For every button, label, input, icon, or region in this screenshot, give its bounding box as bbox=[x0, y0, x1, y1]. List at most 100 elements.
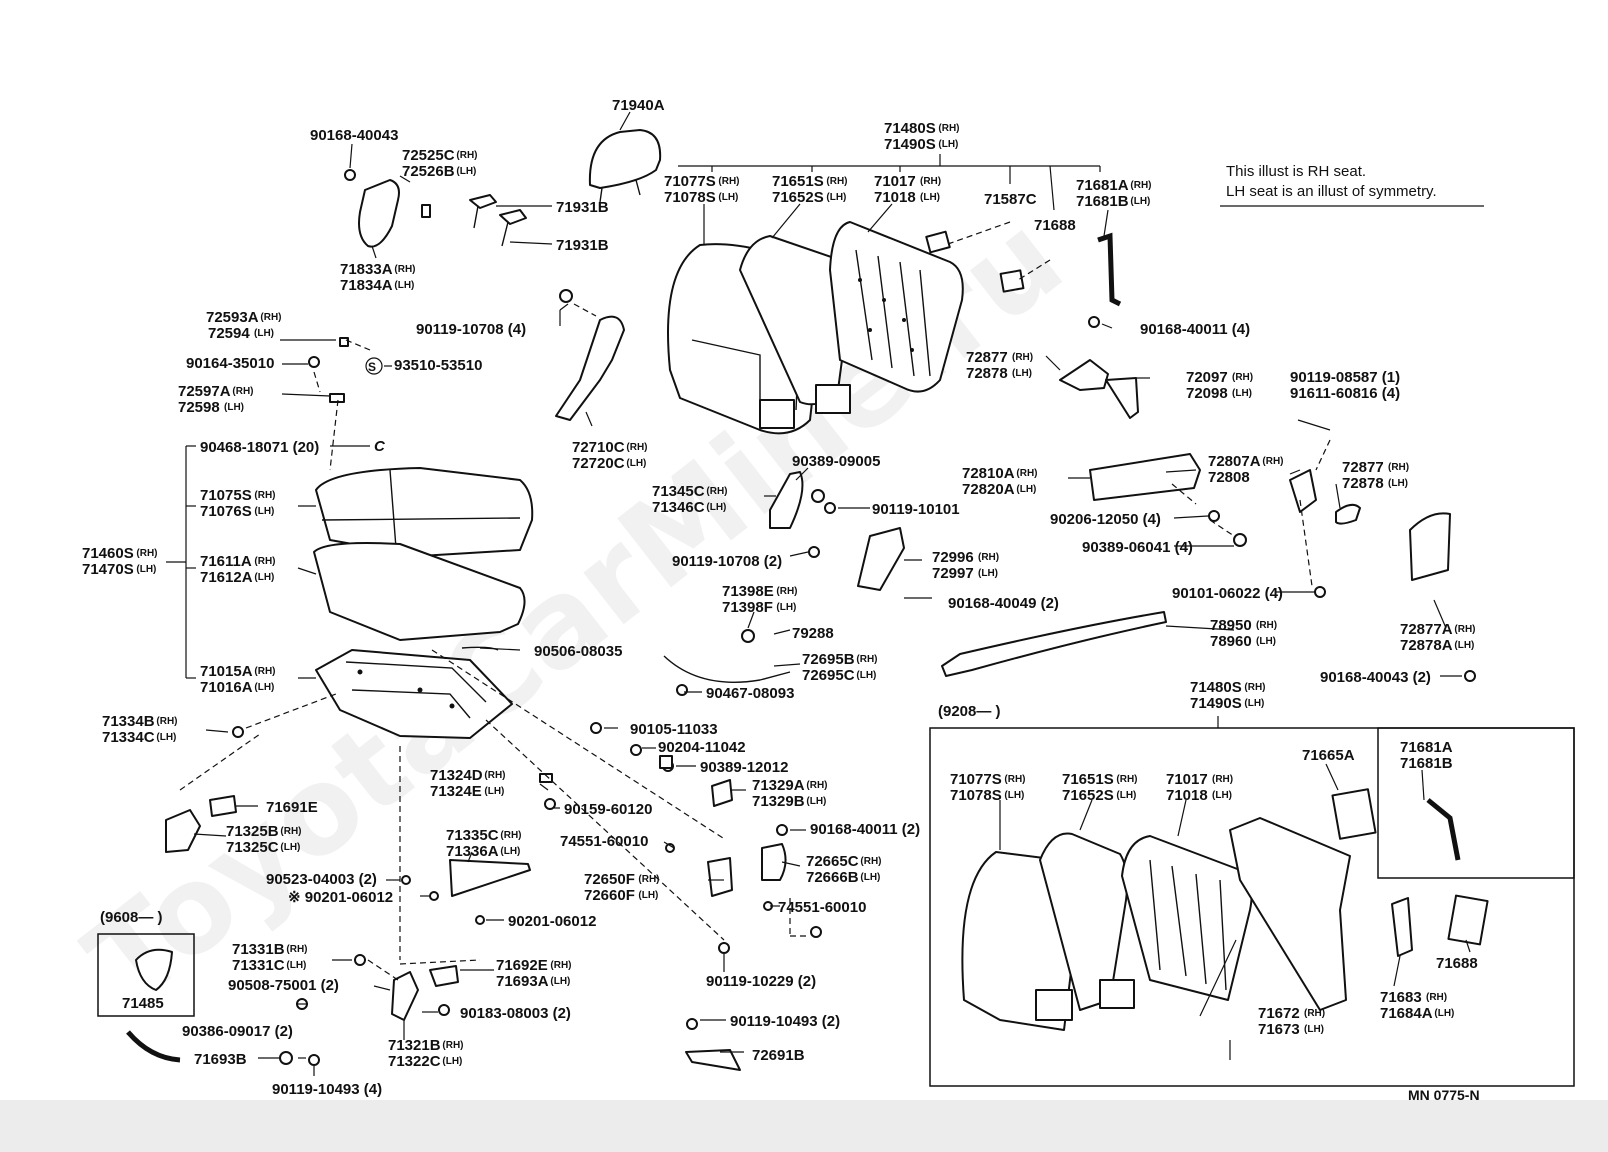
side-mark-lh: (LH) bbox=[706, 502, 726, 513]
part-label-90467-08093: 90467-08093 bbox=[706, 685, 794, 702]
part-label-71681A-a: 71681A bbox=[1076, 177, 1129, 194]
part-label-90201-06012-b: 90201-06012 bbox=[508, 913, 596, 930]
side-mark-rh: (RH) bbox=[920, 176, 941, 187]
part-label-71490S-a: 71490S bbox=[884, 136, 936, 153]
part-label-71077S-a: 71077S bbox=[664, 173, 716, 190]
side-mark-rh: (RH) bbox=[860, 856, 881, 867]
part-label-71681A-b: 71681A bbox=[1400, 739, 1453, 756]
side-mark-rh: (RH) bbox=[136, 548, 157, 559]
part-label-93510-53510: 93510-53510 bbox=[394, 357, 482, 374]
part-label-72695C: 72695C bbox=[802, 667, 855, 684]
part-label-71651S-a: 71651S bbox=[772, 173, 824, 190]
part-label-71345C: 71345C bbox=[652, 483, 705, 500]
side-mark-lh: (LH) bbox=[254, 572, 274, 583]
side-mark-lh: (LH) bbox=[1212, 790, 1232, 801]
part-label-72807A: 72807A bbox=[1208, 453, 1261, 470]
part-label-71480S-b: 71480S bbox=[1190, 679, 1242, 696]
side-mark-lh: (LH) bbox=[978, 568, 998, 579]
side-mark-rh: (RH) bbox=[1262, 456, 1283, 467]
part-label-71329A: 71329A bbox=[752, 777, 805, 794]
lumbar-rod bbox=[1097, 232, 1122, 307]
part-label-72660F: 72660F bbox=[584, 887, 635, 904]
part-label-72720C: 72720C bbox=[572, 455, 625, 472]
side-mark-lh: (LH) bbox=[254, 506, 274, 517]
part-label-90101-06022: 90101-06022 (4) bbox=[1172, 585, 1283, 602]
seatback-small-pads bbox=[925, 230, 1025, 293]
part-label-71834A: 71834A bbox=[340, 277, 393, 294]
headrest-supports bbox=[469, 194, 527, 247]
side-mark-lh: (LH) bbox=[776, 602, 796, 613]
side-mark-lh: (LH) bbox=[280, 842, 300, 853]
part-label-71611A: 71611A bbox=[200, 553, 252, 570]
part-label-78960: 78960 bbox=[1210, 633, 1252, 650]
part-label-71693A: 71693A bbox=[496, 973, 549, 990]
part-label-72996: 72996 bbox=[932, 549, 974, 566]
side-mark-rh: (RH) bbox=[156, 716, 177, 727]
part-label-71331C: 71331C bbox=[232, 957, 285, 974]
part-label-90206-12050: 90206-12050 (4) bbox=[1050, 511, 1161, 528]
part-label-71931B-a: 71931B bbox=[556, 199, 609, 216]
side-mark-lh: (LH) bbox=[1016, 484, 1036, 495]
part-label-71672: 71672 bbox=[1258, 1005, 1300, 1022]
seat-belt bbox=[941, 611, 1167, 677]
part-label-90119-10493-b: 90119-10493 (4) bbox=[272, 1081, 382, 1098]
side-mark-lh: (LH) bbox=[1388, 478, 1408, 489]
side-mark-lh: (LH) bbox=[718, 192, 738, 203]
part-label-71683: 71683 bbox=[1380, 989, 1422, 1006]
side-mark-lh: (LH) bbox=[550, 976, 570, 987]
part-label-90168-40049: 90168-40049 (2) bbox=[948, 595, 1059, 612]
part-label-90523-04003: 90523-04003 (2) bbox=[266, 871, 377, 888]
side-mark-rh: (RH) bbox=[1212, 774, 1233, 785]
note-line-2: LH seat is an illust of symmetry. bbox=[1226, 183, 1437, 200]
side-mark-lh: (LH) bbox=[394, 280, 414, 291]
part-label-90119-10708-b: 90119-10708 (2) bbox=[672, 553, 782, 570]
part-label-72665C: 72665C bbox=[806, 853, 859, 870]
part-label-71470S: 71470S bbox=[82, 561, 134, 578]
footer-code: MN 0775-N bbox=[1408, 1087, 1480, 1103]
part-label-72597A: 72597A bbox=[178, 383, 231, 400]
part-label-71331B: 71331B bbox=[232, 941, 285, 958]
side-mark-rh: (RH) bbox=[638, 874, 659, 885]
part-label-71587C: 71587C bbox=[984, 191, 1037, 208]
part-label-90168-40043-b: 90168-40043 (2) bbox=[1320, 669, 1431, 686]
side-mark-rh: (RH) bbox=[706, 486, 727, 497]
part-label-90159-60120: 90159-60120 bbox=[564, 801, 652, 818]
side-mark-rh: (RH) bbox=[1016, 468, 1037, 479]
side-parts bbox=[769, 359, 1451, 591]
part-label-71398E: 71398E bbox=[722, 583, 774, 600]
side-mark-rh: (RH) bbox=[776, 586, 797, 597]
part-label-71688-b: 71688 bbox=[1436, 955, 1478, 972]
part-label-72650F: 72650F bbox=[584, 871, 635, 888]
side-mark-lh: (LH) bbox=[1304, 1024, 1324, 1035]
side-mark-rh: (RH) bbox=[806, 780, 827, 791]
part-label-90183-08003: 90183-08003 (2) bbox=[460, 1005, 571, 1022]
part-label-72666B: 72666B bbox=[806, 869, 859, 886]
part-label-71681B-b: 71681B bbox=[1400, 755, 1453, 772]
seatback-frame bbox=[829, 221, 964, 393]
part-label-72877A: 72877A bbox=[1400, 621, 1453, 638]
side-mark-rh: (RH) bbox=[1116, 774, 1137, 785]
part-label-71076S: 71076S bbox=[200, 503, 252, 520]
inset-9608 bbox=[97, 933, 195, 1063]
leader-lines bbox=[166, 111, 1484, 1076]
seat-frame bbox=[315, 646, 513, 739]
side-mark-rh: (RH) bbox=[1244, 682, 1265, 693]
side-mark-rh: (RH) bbox=[254, 490, 275, 501]
part-label-90386-09017: 90386-09017 (2) bbox=[182, 1023, 293, 1040]
side-marks: (RH) (LH) (RH) (LH) (RH) (LH) (RH) (LH) (RH) (LH)… bbox=[136, 123, 1475, 1067]
side-mark-rh: (RH) bbox=[260, 312, 281, 323]
part-label-90168-40043-a: 90168-40043 bbox=[310, 127, 398, 144]
part-label-72997: 72997 bbox=[932, 565, 974, 582]
side-mark-lh: (LH) bbox=[1434, 1008, 1454, 1019]
part-label-71665A: 71665A bbox=[1302, 747, 1355, 764]
part-label-71336A: 71336A bbox=[446, 843, 499, 860]
side-mark-lh: (LH) bbox=[500, 846, 520, 857]
part-label-91611-60816: 91611-60816 (4) bbox=[1290, 385, 1400, 402]
part-label-71688-a: 71688 bbox=[1034, 217, 1076, 234]
small-fasteners bbox=[232, 316, 1476, 1066]
part-label-72525C: 72525C bbox=[402, 147, 455, 164]
part-label-72598: 72598 bbox=[178, 399, 220, 416]
part-label-71325C: 71325C bbox=[226, 839, 279, 856]
side-mark-rh: (RH) bbox=[1004, 774, 1025, 785]
